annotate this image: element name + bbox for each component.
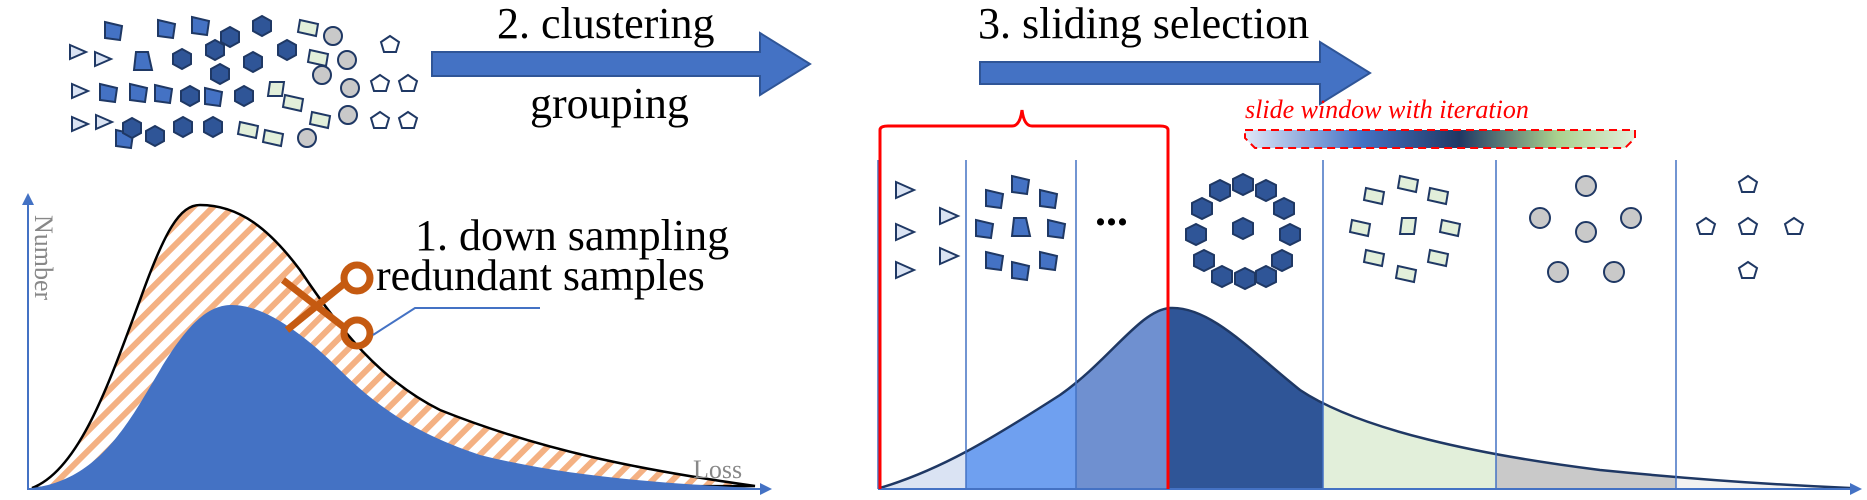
step2-label-bottom: grouping — [530, 79, 689, 128]
hexagon-icon — [122, 14, 297, 148]
hexagon-icon — [1209, 178, 1231, 203]
parallelogram-icon — [1398, 217, 1418, 235]
circle-icon — [297, 26, 360, 148]
trapezoid-icon — [985, 188, 1005, 210]
y-axis-label: Number — [29, 215, 58, 301]
circle-icon — [1603, 261, 1625, 283]
slide-window-indicator — [1244, 129, 1636, 149]
circle-icon — [1547, 261, 1569, 283]
parallelogram-icon — [1362, 186, 1386, 206]
selection-window — [878, 109, 1170, 489]
loss-distribution-chart — [22, 193, 772, 495]
cluster-circles — [1529, 175, 1642, 283]
x-axis-label: Loss — [693, 455, 742, 484]
pentagon-icon — [1737, 260, 1759, 279]
segment-3 — [1076, 307, 1168, 488]
hexagon-icon — [1185, 222, 1207, 247]
circle-icon — [1620, 207, 1642, 229]
sliding-selection-chart: ... — [877, 109, 1862, 495]
ellipsis: ... — [1095, 186, 1128, 235]
cluster-pentagons — [1695, 174, 1805, 279]
parallelogram-icon — [1396, 174, 1420, 194]
trapezoid-icon — [1011, 260, 1031, 282]
distribution-curve — [879, 306, 1851, 490]
parallelogram-icon — [1394, 264, 1418, 284]
clustering-arrow — [431, 31, 812, 97]
trapezoid-icon — [1011, 174, 1031, 196]
hexagon-icon — [1211, 264, 1233, 289]
segment-5 — [1323, 307, 1496, 488]
segment-7 — [1676, 307, 1850, 488]
slide-window-label: slide window with iteration — [1245, 95, 1529, 124]
step2-label-top: 2. clustering — [497, 0, 715, 48]
parallelogram-icon — [1438, 218, 1462, 238]
segment-2 — [966, 307, 1076, 488]
hexagon-icon — [1234, 266, 1256, 291]
downsampled-distribution — [32, 305, 755, 488]
circle-icon — [1575, 221, 1597, 243]
triangle-icon — [895, 222, 917, 242]
hexagon-icon — [1232, 172, 1254, 197]
hexagon-icon — [1279, 222, 1301, 247]
pentagon-icon — [369, 34, 419, 129]
parallelogram-icon — [1426, 248, 1450, 268]
triangle-icon — [895, 260, 917, 280]
trapezoid-icon — [99, 15, 224, 150]
trapezoid-icon — [1039, 250, 1059, 272]
scissors-icon — [280, 261, 374, 350]
hexagon-icon — [1232, 216, 1254, 241]
circle-icon — [1529, 207, 1551, 229]
trapezoid-icon — [1047, 218, 1067, 240]
trapezoid-icon — [1039, 188, 1059, 210]
parallelogram-icon — [1348, 218, 1372, 238]
hexagon-icon — [1255, 264, 1277, 289]
hexagon-icon — [1191, 196, 1213, 221]
trapezoid-icon — [1010, 217, 1032, 237]
cluster-hexagons — [1185, 172, 1301, 291]
pentagon-icon — [1737, 174, 1759, 193]
hexagon-icon — [1273, 196, 1295, 221]
parallelogram-icon — [236, 18, 332, 148]
triangle-icon — [895, 180, 917, 200]
step1-label-line2: redundant samples — [376, 251, 705, 300]
trapezoid-icon — [975, 218, 995, 240]
step3-label: 3. sliding selection — [978, 0, 1309, 48]
sliding-selection-arrow — [979, 40, 1372, 106]
cluster-triangles — [895, 180, 961, 280]
trapezoid-icon — [985, 250, 1005, 272]
pentagon-icon — [1695, 216, 1717, 235]
cluster-trapezoids — [975, 174, 1067, 282]
hexagon-icon — [1255, 178, 1277, 203]
triangle-icon — [939, 206, 961, 226]
hexagon-icon — [1193, 248, 1215, 273]
triangle-icon — [69, 43, 115, 133]
circle-icon — [1575, 175, 1597, 197]
parallelogram-icon — [1426, 186, 1450, 206]
callout-line — [372, 307, 540, 336]
cluster-parallelograms — [1348, 174, 1462, 284]
pentagon-icon — [1737, 216, 1759, 235]
triangle-icon — [939, 246, 961, 266]
sample-cloud — [69, 14, 419, 150]
hexagon-icon — [1271, 248, 1293, 273]
parallelogram-icon — [1362, 248, 1386, 268]
step1-label-line1: 1. down sampling — [415, 211, 729, 260]
pentagon-icon — [1783, 216, 1805, 235]
